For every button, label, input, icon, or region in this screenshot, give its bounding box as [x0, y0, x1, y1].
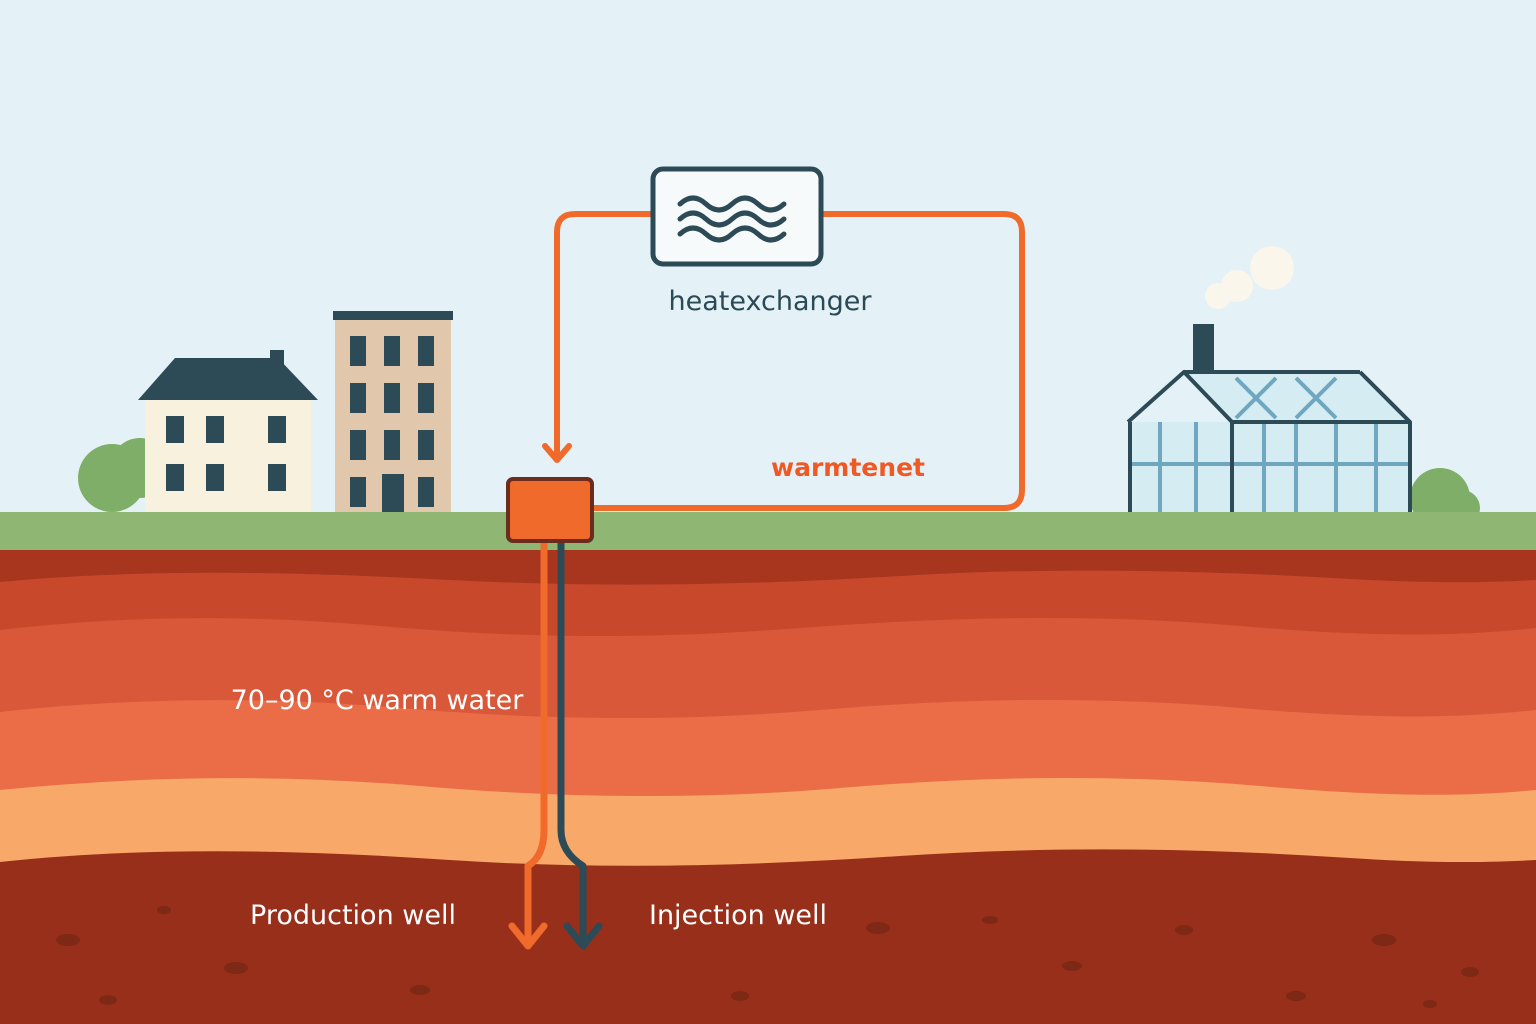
chimney-smoke-icon — [1205, 246, 1294, 309]
greenhouse-icon — [1126, 246, 1412, 516]
network-label: warmtenet — [771, 453, 925, 482]
pump-box-icon — [506, 477, 594, 543]
grass-ground — [0, 512, 1536, 550]
production-well-pipe — [508, 538, 548, 950]
heat-exchanger-label: heatexchanger — [669, 286, 873, 317]
injection-well-pipe — [557, 538, 603, 950]
district-heating-loop — [542, 211, 1025, 511]
earth-layers — [0, 548, 1536, 1024]
water-temperature-label: 70–90 °C warm water — [231, 685, 525, 716]
apartment-building-icon — [333, 311, 453, 515]
production-well-label: Production well — [250, 900, 456, 931]
house-icon — [138, 350, 318, 515]
heat-exchanger-waves-icon — [677, 195, 787, 243]
injection-well-label: Injection well — [649, 900, 827, 931]
heat-exchanger-box — [650, 166, 824, 267]
